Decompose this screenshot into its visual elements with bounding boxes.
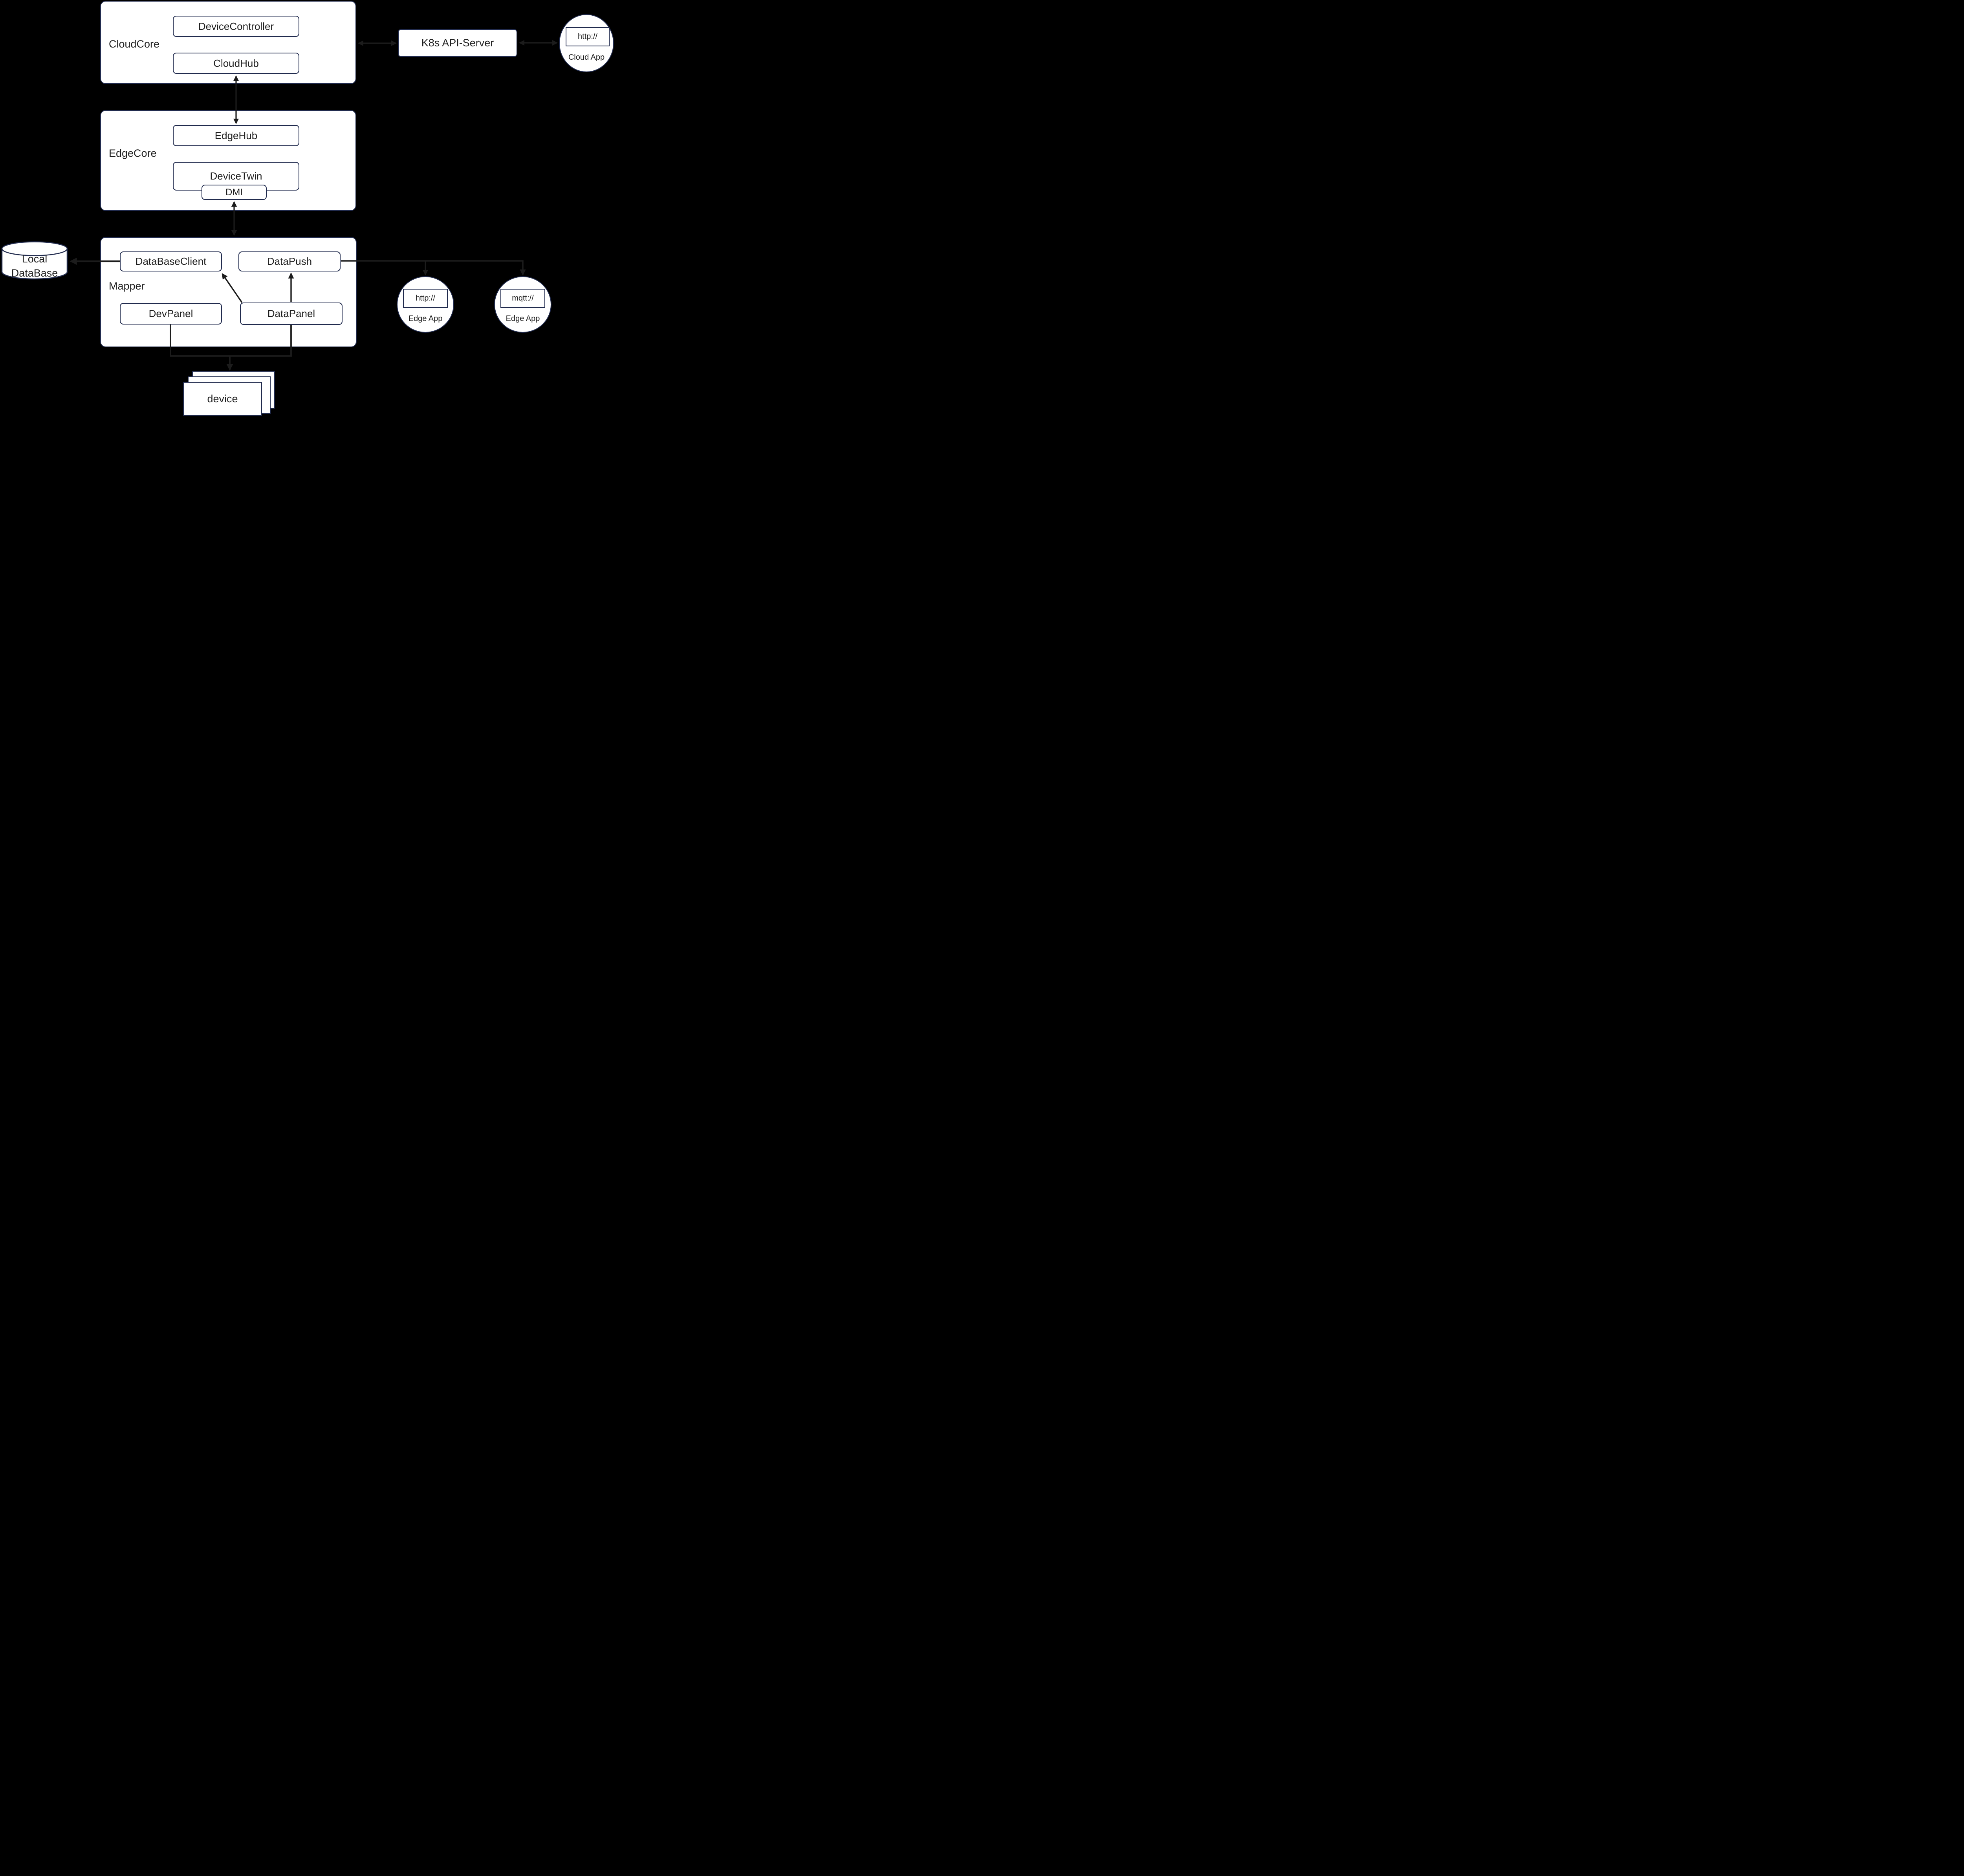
edgehub-label: EdgeHub	[214, 129, 258, 141]
databaseclient-node: DataBaseClient	[120, 251, 222, 271]
devpanel-label: DevPanel	[148, 308, 193, 319]
local-database-cylinder: Local DataBase	[1, 241, 68, 280]
edgehub-node: EdgeHub	[173, 125, 299, 146]
edgecore-label: EdgeCore	[109, 147, 157, 159]
database-cylinder-icon	[1, 241, 68, 280]
cloudhub-label: CloudHub	[213, 57, 259, 69]
line-datapush-edgeapp-mqtt	[341, 260, 526, 276]
device-stack-front: device	[183, 382, 262, 416]
k8s-api-server-node: K8s API-Server	[398, 29, 517, 57]
cloud-app-label: Cloud App	[568, 53, 605, 62]
dmi-label: DMI	[225, 187, 243, 198]
edge-app-http-protocol: http://	[415, 294, 436, 303]
cloud-app-protocol: http://	[577, 32, 598, 41]
edge-app-http-label: Edge App	[408, 314, 443, 323]
devicetwin-label: DeviceTwin	[210, 170, 262, 182]
databaseclient-label: DataBaseClient	[135, 255, 207, 267]
edge-app-mqtt-protocol: mqtt://	[512, 294, 534, 303]
devicecontroller-node: DeviceController	[173, 16, 299, 37]
edge-app-mqtt-protocol-box: mqtt://	[500, 289, 545, 308]
edge-app-mqtt-label: Edge App	[506, 314, 540, 323]
architecture-diagram: CloudCore DeviceController CloudHub K8s …	[0, 0, 616, 416]
mapper-label: Mapper	[109, 280, 145, 292]
datapanel-label: DataPanel	[267, 308, 315, 319]
k8s-api-server-label: K8s API-Server	[421, 37, 494, 49]
datapanel-node: DataPanel	[240, 303, 343, 325]
dmi-node: DMI	[202, 185, 267, 200]
devpanel-node: DevPanel	[120, 303, 222, 325]
devicecontroller-label: DeviceController	[198, 20, 274, 32]
edge-app-http-protocol-box: http://	[403, 289, 448, 308]
local-database-label-line1: Local	[22, 253, 48, 265]
datapush-node: DataPush	[238, 251, 341, 271]
datapush-label: DataPush	[267, 255, 312, 267]
device-label: device	[207, 392, 238, 405]
cloudhub-node: CloudHub	[173, 53, 299, 74]
cloudcore-label: CloudCore	[109, 38, 160, 50]
local-database-label-line2: DataBase	[11, 267, 58, 279]
cloud-app-protocol-box: http://	[566, 27, 610, 46]
